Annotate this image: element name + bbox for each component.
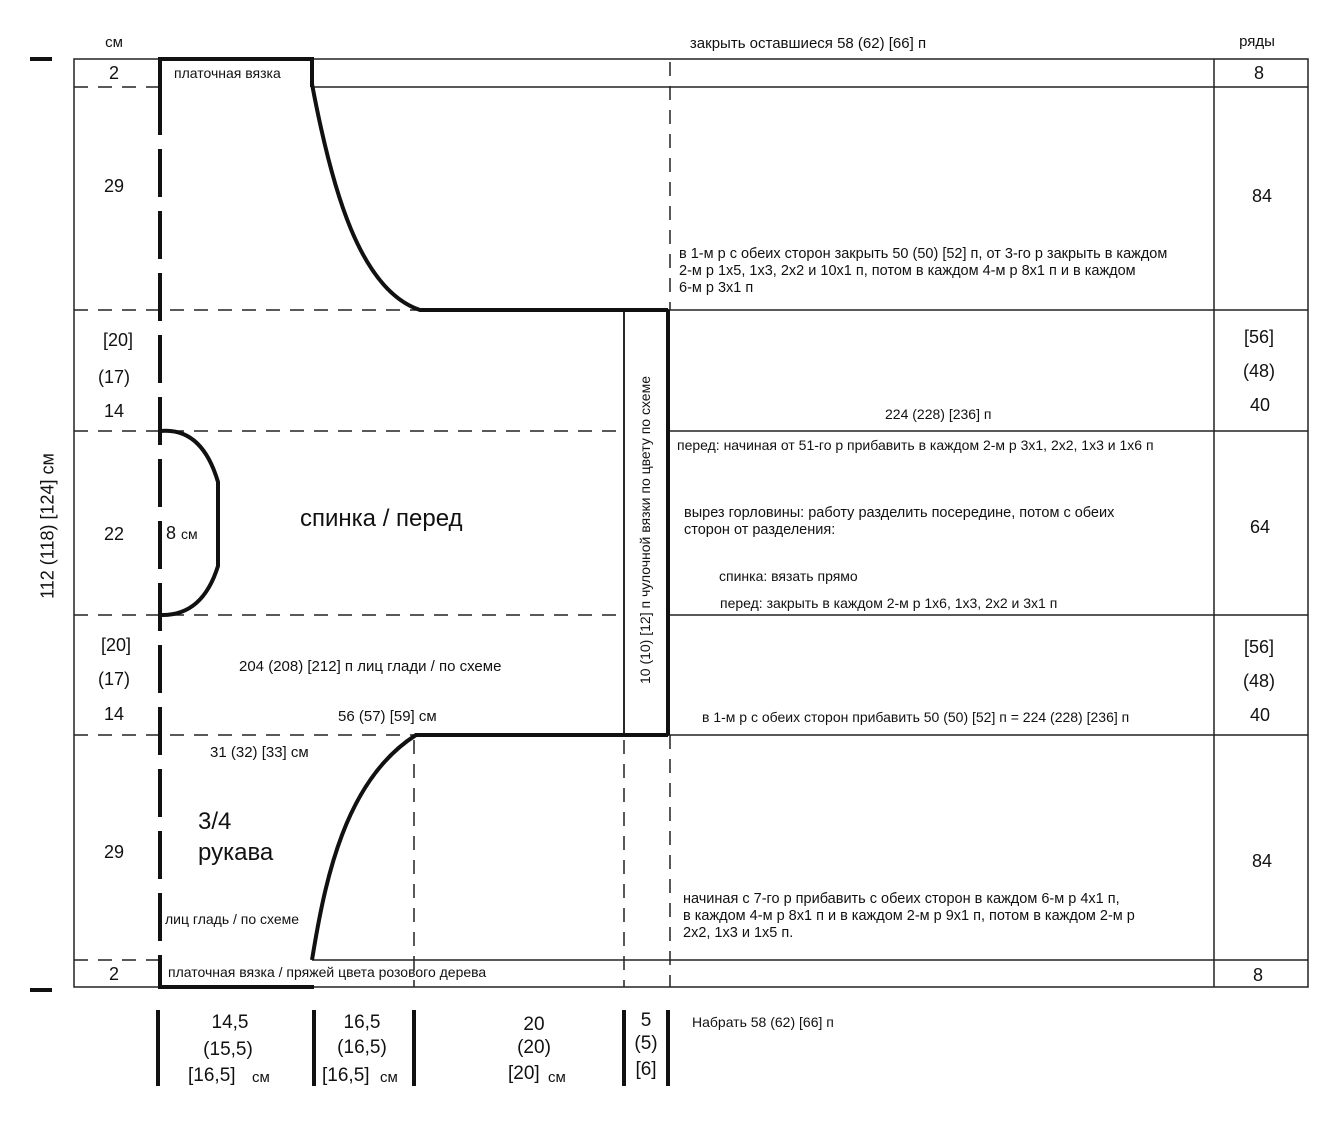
width-4-a: 5 <box>640 1010 652 1031</box>
garter-bottom-label: платочная вязка / пряжей цвета розового … <box>168 964 487 980</box>
rows-row-3c: 40 <box>1249 395 1271 415</box>
width-1-unit: см <box>252 1069 270 1086</box>
cm-row-1: 2 <box>108 63 120 83</box>
width-2-unit: см <box>380 1069 398 1086</box>
outer-frame <box>73 58 1309 988</box>
front-increase-note: перед: начиная от 51-го р прибавить в ка… <box>677 437 1154 453</box>
lower-shaping-curve <box>310 733 668 961</box>
rows-row-6: 84 <box>1251 851 1273 871</box>
vertical-dashes <box>413 62 671 987</box>
body-stitch-count: 204 (208) [212] п лиц глади / по схеме <box>239 658 502 675</box>
front-bind-note: перед: закрыть в каждом 2-м р 1х6, 1х3, … <box>720 595 1058 611</box>
rows-header: ряды <box>1239 33 1275 50</box>
width-3-a: 20 <box>523 1014 545 1035</box>
width-markers <box>156 1010 670 1086</box>
sleeve-increase-note: начиная с 7-го р прибавить с обеих сторо… <box>683 891 1135 941</box>
width-2-a: 16,5 <box>343 1012 381 1033</box>
width-4-c: [6] <box>635 1059 657 1080</box>
cm-row-5c: 14 <box>103 704 125 724</box>
armhole-depth-number: 8 <box>166 523 177 543</box>
cm-row-5a: [20] <box>100 635 132 655</box>
upper-stitch-count: 224 (228) [236] п <box>885 406 992 422</box>
total-height: 112 (118) [124] см <box>37 453 58 599</box>
body-width: 56 (57) [59] см <box>338 708 437 725</box>
sleeve-stitch-label: лиц гладь / по схеме <box>165 911 300 927</box>
cm-header: см <box>105 34 123 51</box>
width-3-b: (20) <box>517 1037 551 1058</box>
armhole-depth-unit: см <box>181 526 198 542</box>
rows-row-5c: 40 <box>1249 705 1271 725</box>
rows-row-2: 84 <box>1251 186 1273 206</box>
top-note: закрыть оставшиеся 58 (62) [66] п <box>689 35 927 52</box>
cm-row-7: 2 <box>108 964 120 984</box>
width-1-a: 14,5 <box>211 1012 249 1033</box>
cm-row-2: 29 <box>103 176 125 196</box>
upper-shaping-curve <box>310 83 668 312</box>
rows-row-1: 8 <box>1253 63 1265 83</box>
back-straight-note: спинка: вязать прямо <box>719 568 858 584</box>
rows-row-3a: [56] <box>1243 327 1275 347</box>
garter-bottom-outline <box>158 960 314 989</box>
sleeve-label-1: 3/4 <box>198 808 232 835</box>
rows-row-5b: (48) <box>1242 671 1276 691</box>
width-1-b: (15,5) <box>203 1039 253 1060</box>
neckline-note: вырез горловины: работу разделить посере… <box>684 505 1115 538</box>
cm-row-4: 22 <box>103 524 125 544</box>
rows-row-7: 8 <box>1252 965 1264 985</box>
cm-row-6: 29 <box>103 842 125 862</box>
width-1-c: [16,5] <box>188 1065 236 1086</box>
sleeve-label-2: рукава <box>198 839 274 866</box>
vertical-stripe-label: 10 (10) [12] п чулочной вязки по цвету п… <box>637 375 653 685</box>
width-2-c: [16,5] <box>322 1065 370 1086</box>
width-2-b: (16,5) <box>337 1037 387 1058</box>
garter-top-label: платочная вязка <box>174 65 281 81</box>
cm-row-5b: (17) <box>97 669 131 689</box>
width-4-b: (5) <box>634 1033 658 1054</box>
width-3-c: [20] <box>508 1063 540 1084</box>
decrease-note: в 1-м р с обеих сторон закрыть 50 (50) [… <box>679 246 1168 296</box>
sleeve-width: 31 (32) [33] см <box>210 744 309 761</box>
rows-row-3b: (48) <box>1242 361 1276 381</box>
cm-row-3c: 14 <box>103 401 125 421</box>
garter-top-outline <box>158 57 314 87</box>
rows-row-4: 64 <box>1249 517 1271 537</box>
rows-row-5a: [56] <box>1243 637 1275 657</box>
width-3-unit: см <box>548 1069 566 1086</box>
row-dividers <box>74 86 1308 961</box>
cm-row-3a: [20] <box>102 330 134 350</box>
increase-lower-note: в 1-м р с обеих сторон прибавить 50 (50)… <box>702 709 1130 725</box>
cm-row-3b: (17) <box>97 367 131 387</box>
cast-on-note: Набрать 58 (62) [66] п <box>692 1014 834 1030</box>
body-label: спинка / перед <box>300 505 463 532</box>
armhole-shape <box>159 428 220 618</box>
